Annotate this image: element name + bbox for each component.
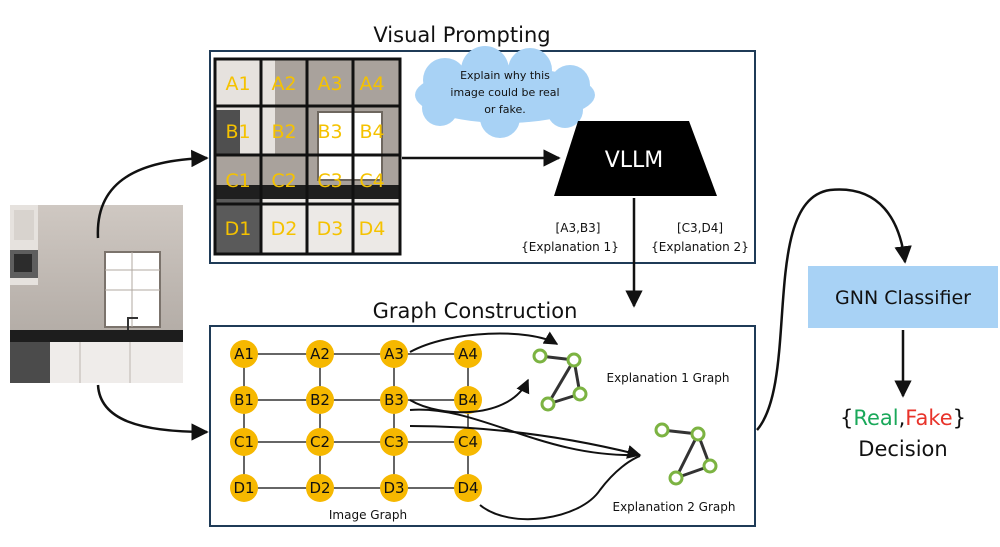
graph-node-label: D3 bbox=[383, 479, 404, 497]
arrow-c3-to-exp2 bbox=[409, 425, 642, 459]
prompt-cloud bbox=[415, 46, 595, 138]
decision-label: Decision bbox=[858, 437, 947, 461]
output-1-regions: [A3,B3] bbox=[556, 221, 601, 235]
comma: , bbox=[899, 406, 906, 430]
graph-node bbox=[230, 474, 258, 502]
graph-node bbox=[306, 474, 334, 502]
graph-node-label: B1 bbox=[234, 391, 254, 409]
graph-node bbox=[380, 340, 408, 368]
image-graph-label: Image Graph bbox=[329, 508, 407, 522]
fake-label: Fake bbox=[905, 406, 952, 430]
graph-node-label: A4 bbox=[458, 345, 478, 363]
prompted-image bbox=[213, 57, 402, 256]
graph-node-label: C1 bbox=[234, 433, 254, 451]
arrow-d4-to-exp2 bbox=[479, 455, 641, 521]
graph-node-label: D2 bbox=[309, 479, 330, 497]
graph-node bbox=[306, 386, 334, 414]
graph-construction-panel bbox=[209, 325, 756, 527]
grid-label: C3 bbox=[317, 170, 342, 192]
grid-label: B2 bbox=[271, 121, 296, 143]
prompt-line-3: or fake. bbox=[484, 103, 526, 116]
gnn-classifier-box bbox=[808, 266, 998, 328]
graph-node bbox=[380, 428, 408, 456]
graph-node bbox=[454, 428, 482, 456]
grid-label: D3 bbox=[317, 218, 344, 240]
graph-node-label: A3 bbox=[384, 345, 404, 363]
arrow-b3-to-exp1 bbox=[409, 378, 530, 414]
graph-node-label: A1 bbox=[234, 345, 254, 363]
explanation-2-label: Explanation 2 Graph bbox=[612, 500, 735, 514]
decision-values: {Real,Fake} bbox=[840, 406, 966, 430]
arrow-to-classifier bbox=[756, 188, 912, 431]
explanation-1-label: Explanation 1 Graph bbox=[606, 371, 729, 385]
graph-node-label: C3 bbox=[384, 433, 404, 451]
graph-node-label: B2 bbox=[310, 391, 330, 409]
graph-node-label: C4 bbox=[458, 433, 478, 451]
output-2-explanation: {Explanation 2} bbox=[651, 240, 749, 254]
graph-node bbox=[380, 474, 408, 502]
grid-label: C1 bbox=[225, 170, 250, 192]
graph-node bbox=[230, 386, 258, 414]
graph-node-label: D4 bbox=[457, 479, 478, 497]
graph-node bbox=[306, 340, 334, 368]
vllm-block bbox=[554, 121, 717, 196]
graph-node-label: B4 bbox=[458, 391, 478, 409]
real-label: Real bbox=[853, 406, 898, 430]
brace-open: { bbox=[840, 406, 853, 430]
graph-node bbox=[306, 428, 334, 456]
grid-label: A4 bbox=[359, 73, 384, 95]
graph-node bbox=[454, 340, 482, 368]
graph-node bbox=[454, 474, 482, 502]
grid-label: D4 bbox=[359, 218, 386, 240]
output-1-explanation: {Explanation 1} bbox=[521, 240, 619, 254]
brace-close: } bbox=[953, 406, 966, 430]
arrow-image-to-graph bbox=[96, 384, 209, 441]
graph-node-label: C2 bbox=[310, 433, 330, 451]
graph-node bbox=[454, 386, 482, 414]
prompt-line-2: image could be real bbox=[450, 86, 559, 99]
input-image bbox=[10, 205, 183, 383]
grid-label: C4 bbox=[359, 170, 384, 192]
arrow-b3-to-exp2 bbox=[409, 408, 641, 457]
output-2-regions: [C3,D4] bbox=[677, 221, 723, 235]
arrow-image-to-prompting bbox=[96, 149, 209, 239]
graph-construction-title: Graph Construction bbox=[373, 299, 578, 323]
grid-label: D2 bbox=[271, 218, 298, 240]
graph-node-label: D1 bbox=[233, 479, 254, 497]
graph-node-label: A2 bbox=[310, 345, 330, 363]
explanation-1-graph bbox=[532, 348, 588, 412]
gnn-classifier-label: GNN Classifier bbox=[835, 287, 971, 309]
grid-label: B4 bbox=[359, 121, 384, 143]
graph-node-label: B3 bbox=[384, 391, 404, 409]
prompt-line-1: Explain why this bbox=[460, 69, 550, 82]
explanation-2-graph bbox=[654, 422, 718, 486]
graph-node bbox=[230, 428, 258, 456]
grid-label: B1 bbox=[225, 121, 250, 143]
arrow-a3-to-exp1 bbox=[409, 331, 559, 353]
graph-node bbox=[230, 340, 258, 368]
graph-node bbox=[380, 386, 408, 414]
grid-label: A3 bbox=[317, 73, 342, 95]
grid-label: C2 bbox=[271, 170, 296, 192]
vllm-label: VLLM bbox=[605, 148, 664, 173]
grid-label: A2 bbox=[271, 73, 296, 95]
grid-label: B3 bbox=[317, 121, 342, 143]
grid-label: D1 bbox=[225, 218, 252, 240]
visual-prompting-title: Visual Prompting bbox=[373, 23, 550, 47]
grid-label: A1 bbox=[225, 73, 250, 95]
